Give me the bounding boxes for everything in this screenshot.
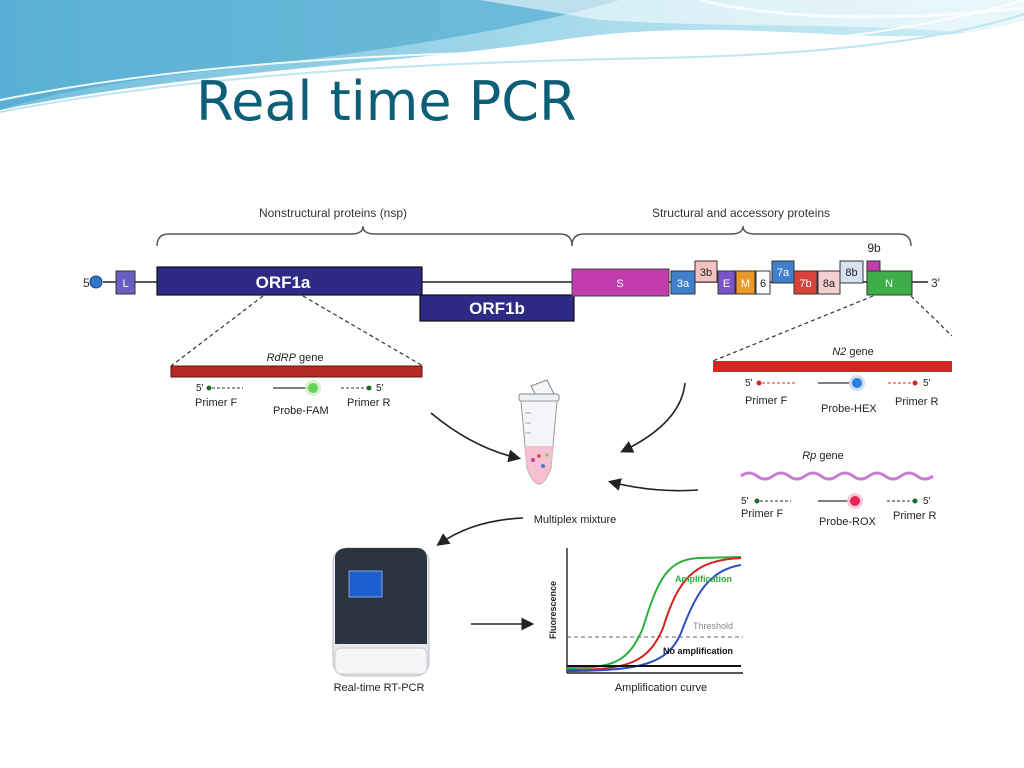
curve-blue	[566, 564, 742, 672]
n2-primer-f-label: Primer F	[745, 395, 787, 407]
gene-l	[115, 270, 136, 295]
gene-8b-label: 8b	[845, 267, 857, 279]
rdrp-zoom-line-left	[170, 295, 264, 367]
rp-probe-label: Probe-ROX	[819, 516, 877, 528]
n2-primer-f-dot	[756, 380, 762, 386]
gene-9b-label: 9b	[867, 241, 881, 255]
rp-primer-r-dot	[912, 498, 918, 504]
mixture-label: Multiplex mixture	[534, 514, 617, 526]
rdrp-primer-r-label: Primer R	[347, 397, 390, 409]
gene-m	[735, 270, 756, 295]
gene-orf1a-label: ORF1a	[256, 273, 311, 292]
rdrp-gene-bar	[170, 365, 423, 378]
gene-8a-label: 8a	[823, 278, 836, 290]
rdrp-primer-r-5prime: 5'	[376, 383, 384, 394]
three-prime-label: 3'	[931, 276, 940, 290]
curve-red	[566, 557, 742, 671]
gene-n-label: N	[885, 278, 893, 290]
rp-probe-rox-dot	[850, 496, 860, 506]
gene-e-label: E	[723, 278, 730, 290]
rp-gene-wave	[740, 471, 934, 481]
tube-icon	[518, 379, 560, 485]
gene-s	[571, 268, 670, 297]
curve-y-label: Fluorescence	[548, 581, 558, 639]
n2-zoom-line-left	[712, 295, 874, 362]
rp-primer-r-5prime: 5'	[923, 496, 931, 507]
gene-3b-label: 3b	[700, 267, 712, 279]
rp-primer-f-dot	[754, 498, 760, 504]
nsp-label: Nonstructural proteins (nsp)	[259, 208, 407, 220]
rdrp-primer-f-dot	[206, 385, 212, 391]
arrow-tube-to-instrument	[436, 517, 524, 546]
arrow-rp-to-tube	[607, 478, 699, 492]
gene-orf1a	[156, 266, 423, 296]
n2-probe-hex-dot	[852, 378, 862, 388]
curve-x-label: Amplification curve	[615, 682, 707, 694]
five-prime-label: 5'	[83, 276, 92, 290]
rp-primer-r-label: Primer R	[893, 510, 936, 522]
rp-primer-f-label: Primer F	[741, 508, 783, 520]
gene-7b	[793, 270, 818, 295]
gene-m-label: M	[741, 278, 750, 290]
gene-3b	[694, 260, 718, 283]
n2-primer-f-5prime: 5'	[745, 378, 753, 389]
rp-primer-f-5prime: 5'	[741, 496, 749, 507]
rdrp-primer-f-label: Primer F	[195, 397, 237, 409]
instrument-icon	[332, 547, 430, 677]
structural-label: Structural and accessory proteins	[652, 208, 830, 220]
pcr-diagram: Nonstructural proteins (nsp) Structural …	[73, 208, 952, 695]
gene-orf1b-label: ORF1b	[469, 299, 525, 318]
amplification-label: Amplification	[675, 574, 732, 584]
cap-icon	[89, 275, 103, 289]
gene-6	[755, 270, 771, 295]
n2-probe-label: Probe-HEX	[821, 403, 877, 415]
arrow-n2-to-tube	[620, 382, 686, 453]
rdrp-gene-label: RdRP gene	[267, 352, 324, 364]
rdrp-probe-label: Probe-FAM	[273, 405, 329, 417]
nsp-brace	[156, 225, 573, 247]
instrument-label: Real-time RT-PCR	[334, 682, 425, 694]
slide-title: Real time PCR	[196, 70, 577, 133]
gene-n	[866, 270, 913, 296]
n2-primer-r-5prime: 5'	[923, 378, 931, 389]
gene-6-label: 6	[760, 278, 766, 290]
rp-gene-label: Rp gene	[802, 450, 844, 462]
rdrp-primer-r-dot	[366, 385, 372, 391]
gene-e	[717, 270, 736, 295]
rdrp-primer-f-5prime: 5'	[196, 383, 204, 394]
gene-s-label: S	[616, 278, 623, 290]
gene-3a-label: 3a	[677, 278, 690, 290]
no-amplification-label: No amplification	[663, 646, 733, 656]
gene-7b-label: 7b	[799, 278, 811, 290]
structural-brace	[571, 225, 912, 247]
gene-8b	[839, 260, 864, 284]
threshold-label: Threshold	[693, 621, 733, 631]
rdrp-zoom-line-right	[302, 295, 424, 367]
gene-l-label: L	[122, 278, 128, 290]
gene-7a-label: 7a	[777, 267, 790, 279]
n2-zoom-line-right	[910, 295, 952, 337]
n2-gene-label: N2 gene	[832, 346, 874, 358]
n2-primer-r-dot	[912, 380, 918, 386]
gene-orf1b	[419, 294, 575, 322]
rdrp-probe-fam-dot	[308, 383, 318, 393]
arrow-rdrp-to-tube	[430, 412, 522, 463]
n2-gene-bar	[713, 361, 952, 372]
n2-primer-r-label: Primer R	[895, 396, 938, 408]
